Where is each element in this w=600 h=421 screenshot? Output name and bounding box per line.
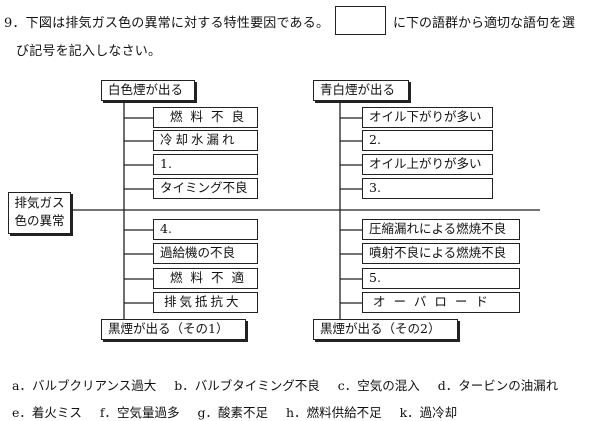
cause-injection-defect-combustion: 噴射不良による燃焼不良 — [362, 243, 520, 264]
blank-3: 3. — [362, 178, 493, 199]
root-effect-box: 排気ガス 色の異常 — [8, 192, 71, 234]
cause-turbocharger-defect: 過給機の不良 — [153, 243, 258, 264]
cause-coolant-leak: 冷却水漏れ — [153, 130, 258, 151]
cause-fuel-defect: 燃料不良 — [153, 107, 258, 128]
header-white-smoke: 白色煙が出る — [101, 80, 195, 101]
cause-overload: オーバロード — [362, 292, 520, 313]
root-effect-line2: 色の異常 — [14, 213, 65, 228]
option-k: k．過冷却 — [399, 405, 458, 420]
question-text-line1: 9．下図は排気ガス色の異常に対する特性要因である。 — [4, 16, 330, 31]
question-text-line2: び記号を記入しなさい。 — [16, 44, 162, 59]
option-b: b．バルブタイミング不良 — [174, 378, 320, 393]
option-e: e．着火ミス — [12, 405, 82, 420]
option-a: a．バルブクリアンス過大 — [12, 378, 157, 393]
cause-oil-down-excess: オイル下がりが多い — [362, 107, 493, 128]
cause-oil-up-excess: オイル上がりが多い — [362, 154, 493, 175]
header-bluish-white-smoke: 青白煙が出る — [313, 80, 409, 101]
question-text-line1-cont: に下の語群から適切な語句を選 — [393, 16, 576, 31]
cause-timing-defect: タイミング不良 — [153, 178, 258, 199]
option-d: d．タービンの油漏れ — [437, 378, 559, 393]
word-group-row-2: e．着火ミス f．空気量過多 g．酸素不足 h．燃料供給不足 k．過冷却 — [12, 402, 471, 421]
option-g: g．酸素不足 — [197, 405, 269, 420]
answer-blank-box — [335, 6, 386, 35]
blank-5: 5. — [362, 268, 520, 289]
blank-1: 1. — [153, 154, 258, 175]
cause-high-exhaust-resistance: 排気抵抗大 — [153, 292, 258, 313]
footer-black-smoke-1: 黒煙が出る（その1） — [101, 319, 246, 340]
option-f: f．空気量過多 — [99, 405, 180, 420]
cause-compression-leak-combustion: 圧縮漏れによる燃焼不良 — [362, 219, 520, 240]
word-group-row-1: a．バルブクリアンス過大 b．バルブタイミング不良 c．空気の混入 d．タービン… — [12, 375, 572, 394]
root-effect-line1: 排気ガス — [14, 195, 65, 210]
blank-2: 2. — [362, 130, 493, 151]
option-c: c．空気の混入 — [337, 378, 420, 393]
cause-unsuitable-fuel: 燃料不適 — [153, 268, 258, 289]
blank-4: 4. — [153, 219, 258, 240]
footer-black-smoke-2: 黒煙が出る（その2） — [313, 319, 458, 340]
option-h: h．燃料供給不足 — [286, 405, 382, 420]
